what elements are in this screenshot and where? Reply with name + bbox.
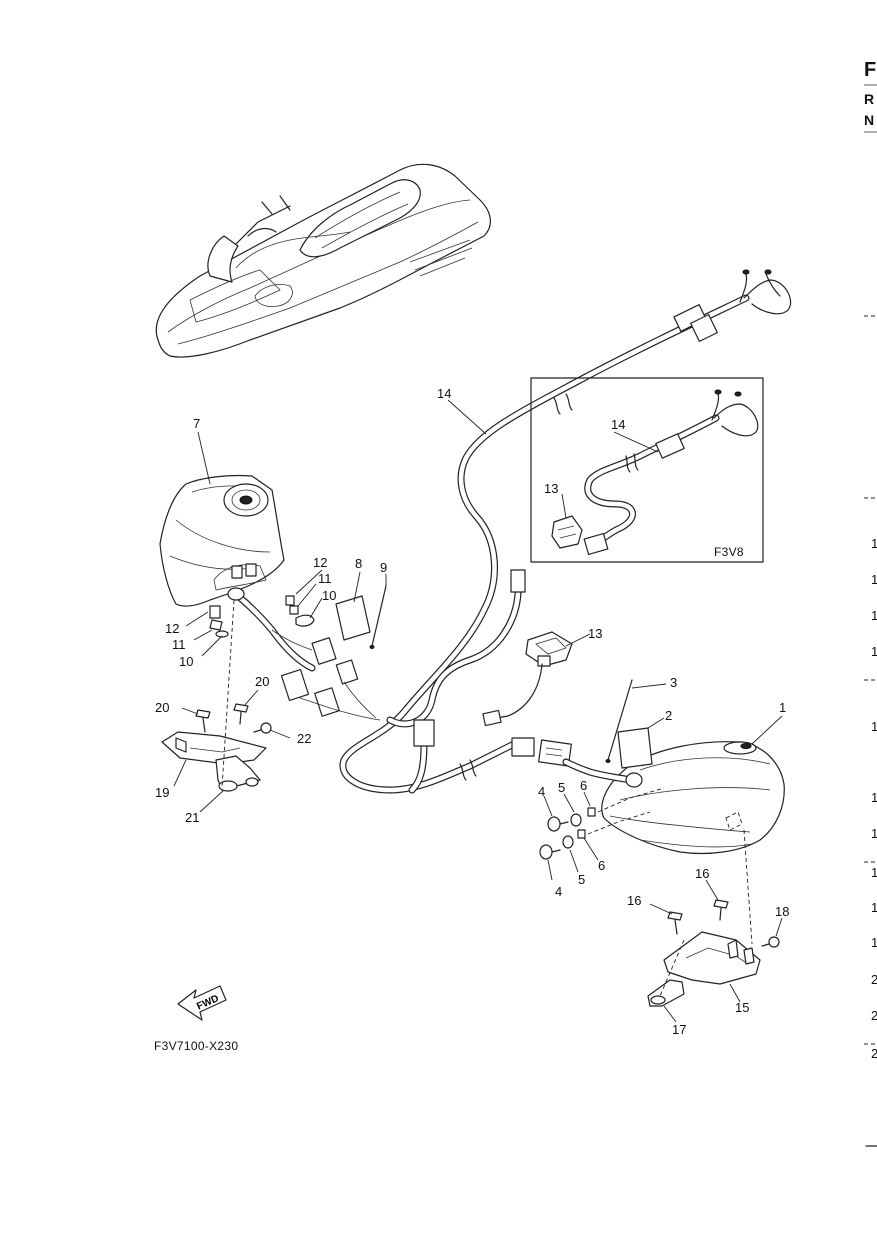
callout-1: 1 bbox=[779, 700, 786, 715]
hardware-right bbox=[539, 787, 665, 860]
speaker-left-assembly bbox=[159, 474, 285, 607]
screw-18 bbox=[761, 936, 780, 948]
callout-17: 17 bbox=[672, 1022, 686, 1037]
callout-5b: 5 bbox=[578, 872, 585, 887]
callout-labels: 1 2 3 4 4 5 5 6 6 7 8 9 10 10 11 11 12 1… bbox=[155, 386, 789, 1037]
edge-fragment: 1 bbox=[871, 900, 877, 915]
rod-part-3 bbox=[605, 679, 633, 763]
edge-fragment: 1 bbox=[871, 644, 877, 659]
socket-13 bbox=[482, 631, 573, 727]
callout-12a: 12 bbox=[313, 555, 327, 570]
sheet-part-2 bbox=[617, 727, 653, 769]
sheet-part-8 bbox=[335, 595, 371, 641]
edge-fragment: 1 bbox=[871, 865, 877, 880]
inset-box: F3V8 bbox=[530, 377, 764, 563]
callout-6a: 6 bbox=[580, 778, 587, 793]
hardware-left bbox=[209, 595, 315, 638]
callout-12b: 12 bbox=[165, 621, 179, 636]
callout-16a: 16 bbox=[627, 893, 641, 908]
callout-20a: 20 bbox=[155, 700, 169, 715]
callout-14-inset: 14 bbox=[611, 417, 625, 432]
screw-20-left bbox=[195, 709, 211, 733]
callout-8: 8 bbox=[355, 556, 362, 571]
edge-fragment: 2 bbox=[871, 972, 877, 987]
right-edge-header: F R N bbox=[864, 59, 877, 133]
callout-16b: 16 bbox=[695, 866, 709, 881]
callout-18: 18 bbox=[775, 904, 789, 919]
edge-fragment: 2 bbox=[871, 1008, 877, 1023]
connector-13-inset bbox=[551, 515, 583, 549]
speaker-right-assembly bbox=[562, 741, 785, 945]
callout-13: 13 bbox=[588, 626, 602, 641]
edge-fragment: 2 bbox=[871, 1046, 877, 1061]
edge-fragment: 1 bbox=[871, 935, 877, 950]
forward-arrow-icon: FWD bbox=[177, 985, 227, 1021]
edge-fragment: 1 bbox=[871, 536, 877, 551]
diagram-code: F3V7100-X230 bbox=[154, 1039, 238, 1053]
edge-fragment: 1 bbox=[871, 572, 877, 587]
header-letter: F bbox=[864, 59, 876, 81]
edge-fragment: 1 bbox=[871, 826, 877, 841]
callout-4b: 4 bbox=[555, 884, 562, 899]
callout-10a: 10 bbox=[322, 588, 336, 603]
inset-code: F3V8 bbox=[714, 545, 744, 559]
callout-11a: 11 bbox=[318, 571, 332, 586]
callout-4a: 4 bbox=[538, 784, 545, 799]
bracket-right bbox=[647, 931, 761, 1007]
leader-lines bbox=[173, 399, 783, 1023]
callout-9: 9 bbox=[380, 560, 387, 575]
callout-11b: 11 bbox=[172, 637, 186, 652]
callout-5a: 5 bbox=[558, 780, 565, 795]
callout-10b: 10 bbox=[179, 654, 193, 669]
header-line-r: R bbox=[864, 91, 874, 107]
callout-3: 3 bbox=[670, 675, 677, 690]
callout-21: 21 bbox=[185, 810, 199, 825]
screw-16-right bbox=[713, 899, 729, 921]
edge-fragment: 1 bbox=[871, 719, 877, 734]
callout-15: 15 bbox=[735, 1000, 749, 1015]
right-edge-fragments: 1 1 1 1 1 1 1 1 1 1 2 2 2 bbox=[864, 315, 877, 1147]
callout-20b: 20 bbox=[255, 674, 269, 689]
callout-7: 7 bbox=[193, 416, 200, 431]
screw-20-right bbox=[233, 703, 249, 725]
header-line-n: N bbox=[864, 112, 874, 128]
callout-2: 2 bbox=[665, 708, 672, 723]
screw-16-left bbox=[667, 911, 683, 935]
bracket-left bbox=[161, 599, 267, 792]
edge-fragment: 1 bbox=[871, 790, 877, 805]
callout-6b: 6 bbox=[598, 858, 605, 873]
callout-19: 19 bbox=[155, 785, 169, 800]
screw-22 bbox=[253, 722, 272, 734]
callout-22: 22 bbox=[297, 731, 311, 746]
rod-part-9 bbox=[369, 585, 387, 649]
wire-harness-main bbox=[339, 269, 792, 794]
watercraft-illustration bbox=[155, 163, 491, 358]
callout-13-inset: 13 bbox=[544, 481, 558, 496]
callout-14: 14 bbox=[437, 386, 451, 401]
edge-fragment: 1 bbox=[871, 608, 877, 623]
